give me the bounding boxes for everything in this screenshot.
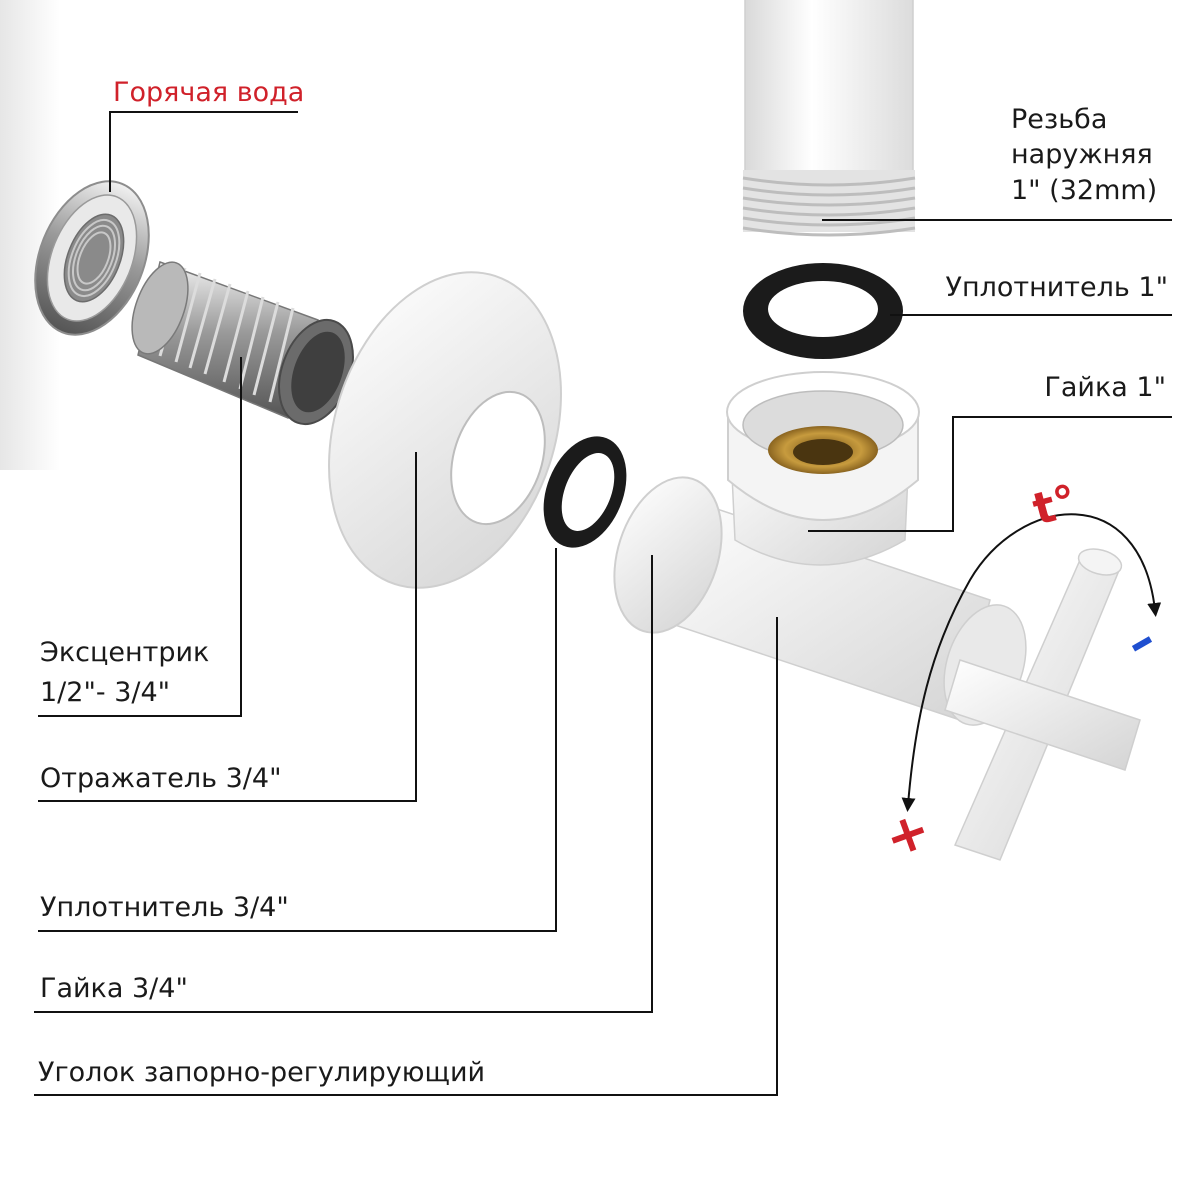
label-thread-line1: Резьба <box>1011 104 1107 135</box>
leader-eccentric <box>38 357 242 717</box>
plus-symbol: + <box>877 799 938 870</box>
label-thread-line2: наружняя <box>1011 139 1153 170</box>
label-nut-1: Гайка 1" <box>1044 372 1166 403</box>
label-hot-water: Горячая вода <box>113 77 304 108</box>
leader-lines <box>34 111 1172 1096</box>
rotation-arrow <box>901 513 1162 812</box>
leader-reflector <box>38 452 417 802</box>
minus-symbol: – <box>1115 610 1166 673</box>
leader-seal-34 <box>38 548 557 932</box>
reflector-part <box>328 271 562 589</box>
label-reflector: Отражатель 3/4" <box>40 763 282 794</box>
leader-angle-valve <box>34 617 778 1096</box>
label-thread-line3: 1" (32mm) <box>1011 175 1157 206</box>
leader-nut-34 <box>34 555 653 1013</box>
eccentric-part <box>131 261 354 426</box>
label-eccentric-line2: 1/2"- 3/4" <box>40 677 170 708</box>
leader-nut-1 <box>808 416 1172 532</box>
leader-hot-water <box>109 111 298 192</box>
temperature-symbol: t° <box>1028 475 1083 535</box>
label-seal-1: Уплотнитель 1" <box>946 272 1169 303</box>
label-nut-34: Гайка 3/4" <box>40 973 188 1004</box>
label-eccentric-line1: Эксцентрик <box>40 637 209 668</box>
thread-pipe <box>742 0 916 237</box>
wall-fitting <box>34 180 150 336</box>
seal-34-part <box>543 436 627 548</box>
label-seal-34: Уплотнитель 3/4" <box>40 892 289 923</box>
angle-valve-part <box>613 371 1141 861</box>
label-angle-valve: Уголок запорно-регулирующий <box>38 1057 485 1088</box>
seal-1-part <box>743 263 903 359</box>
